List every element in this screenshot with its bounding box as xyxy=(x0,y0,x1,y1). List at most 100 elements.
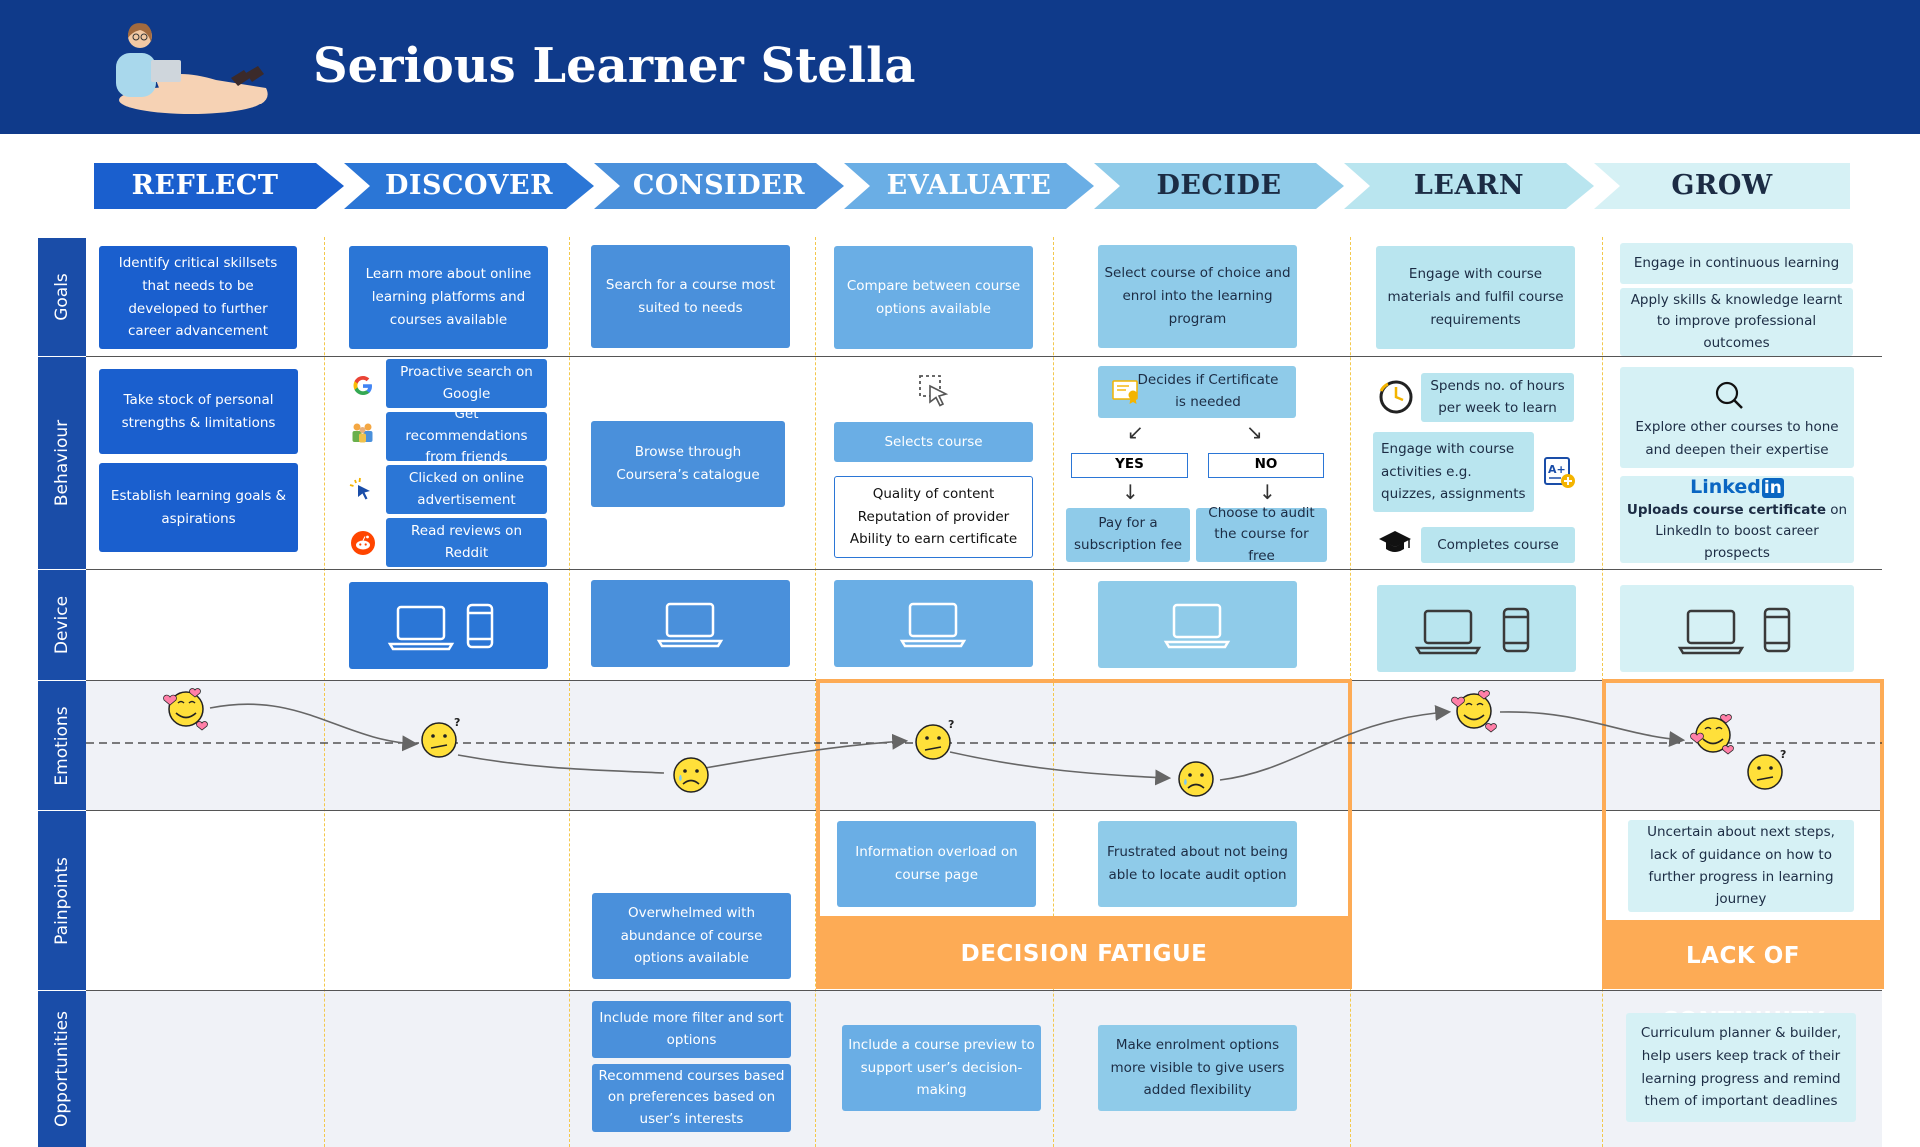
row-divider xyxy=(86,990,1882,991)
journey-segment xyxy=(457,754,665,774)
row-divider xyxy=(86,356,1882,357)
behaviour-discover-friends: Get recommendations from friends xyxy=(386,406,547,465)
laptop-icon xyxy=(1677,609,1745,655)
journey-segment xyxy=(1499,711,1686,747)
behaviour-discover-ad: Clicked on online advertisement xyxy=(386,465,547,514)
decide-audit: Choose to audit the course for free xyxy=(1196,505,1327,564)
arrow-to-no: ↘ xyxy=(1246,420,1263,444)
svg-text:?: ? xyxy=(948,718,954,731)
device-discover xyxy=(349,582,548,669)
phase-decide: DECIDE xyxy=(1094,163,1344,209)
lack-of-continuity-frame xyxy=(1602,679,1884,924)
painpoint-grow: Uncertain about next steps, lack of guid… xyxy=(1628,820,1854,912)
goal-decide: Select course of choice and enrol into t… xyxy=(1098,245,1297,348)
sad-emoji-icon xyxy=(1178,761,1214,797)
confused-emoji-icon: ? xyxy=(915,718,954,760)
phase-reflect: REFLECT xyxy=(94,163,344,209)
behaviour-reflect-1: Take stock of personal strengths & limit… xyxy=(99,369,298,454)
cursor-click-icon xyxy=(349,477,370,500)
goal-grow-1: Engage in continuous learning xyxy=(1620,243,1853,284)
goal-evaluate: Compare between course options available xyxy=(834,246,1033,349)
google-icon xyxy=(353,376,372,395)
laptop-icon xyxy=(656,602,724,648)
goal-consider: Search for a course most suited to needs xyxy=(591,245,790,348)
row-divider xyxy=(86,810,1882,811)
phone-icon xyxy=(1763,607,1791,653)
love-emoji-icon xyxy=(163,688,208,731)
graduation-cap-icon xyxy=(1379,531,1411,552)
row-label-emotions: Emotions xyxy=(38,681,86,810)
painpoint-consider: Overwhelmed with abundance of course opt… xyxy=(592,893,791,979)
persona-illustration xyxy=(116,23,268,114)
confused-emoji-icon: ? xyxy=(421,716,460,758)
quiz-grade-icon: A+ xyxy=(1544,457,1575,488)
sad-emoji-icon xyxy=(673,757,709,793)
search-icon xyxy=(1715,381,1743,409)
clock-icon xyxy=(1379,380,1413,414)
goal-learn: Engage with course materials and fulfil … xyxy=(1376,246,1575,349)
column-divider xyxy=(815,237,816,1147)
column-divider xyxy=(1053,237,1054,1147)
row-label-goals: Goals xyxy=(38,238,86,356)
opportunity-grow: Curriculum planner & builder, help users… xyxy=(1626,1013,1856,1122)
certificate-icon xyxy=(1112,380,1138,404)
row-divider xyxy=(86,569,1882,570)
phase-evaluate: EVALUATE xyxy=(844,163,1094,209)
goal-reflect: Identify critical skillsets that needs t… xyxy=(99,246,297,349)
decision-fatigue-frame xyxy=(816,679,1352,920)
device-evaluate xyxy=(834,580,1033,667)
opportunity-decide: Make enrolment options more visible to g… xyxy=(1098,1025,1297,1111)
reddit-icon xyxy=(351,531,375,555)
behaviour-decide-certificate: Decides if Certificate is needed xyxy=(1098,366,1296,418)
behaviour-evaluate-criteria: Quality of content Reputation of provide… xyxy=(834,476,1033,558)
row-label-behaviour: Behaviour xyxy=(38,357,86,569)
row-label-painpoints: Painpoints xyxy=(38,811,86,990)
friends-icon xyxy=(352,423,373,443)
behaviour-learn-engage: Engage with course activities e.g. quizz… xyxy=(1373,432,1534,512)
journey-segment xyxy=(704,733,909,769)
behaviour-grow-explore: Explore other courses to hone and deepen… xyxy=(1620,367,1854,468)
behaviour-consider: Browse through Coursera’s catalogue xyxy=(591,421,785,507)
decide-pay: Pay for a subscription fee xyxy=(1066,508,1190,562)
svg-text:A+: A+ xyxy=(1548,463,1566,476)
decide-yes: YES xyxy=(1071,453,1188,478)
arrow-to-audit: ↓ xyxy=(1259,480,1276,504)
laptop-icon xyxy=(899,602,967,648)
behaviour-evaluate-select: Selects course xyxy=(834,422,1033,462)
device-consider xyxy=(591,580,790,667)
confused-emoji-icon: ? xyxy=(1747,748,1786,790)
svg-text:?: ? xyxy=(1780,748,1786,761)
behaviour-discover-google: Proactive search on Google xyxy=(386,359,547,408)
column-divider xyxy=(324,237,325,1147)
svg-text:?: ? xyxy=(454,716,460,729)
opportunity-consider-2: Recommend courses based on preferences b… xyxy=(592,1064,791,1132)
behaviour-learn-complete: Completes course xyxy=(1421,527,1575,563)
phase-consider: CONSIDER xyxy=(594,163,844,209)
device-grow xyxy=(1620,585,1854,672)
header: Serious Learner Stella xyxy=(0,0,1920,134)
row-label-opportunities: Opportunities xyxy=(38,991,86,1147)
phone-icon xyxy=(1502,607,1530,653)
love-emoji-icon xyxy=(1451,690,1497,733)
select-cursor-icon xyxy=(919,375,949,407)
behaviour-reflect-2: Establish learning goals & aspirations xyxy=(99,463,298,552)
behaviour-learn-hours: Spends no. of hours per week to learn xyxy=(1421,373,1574,422)
phase-discover: DISCOVER xyxy=(344,163,594,209)
row-label-device: Device xyxy=(38,570,86,680)
column-divider xyxy=(569,237,570,1147)
laptop-icon xyxy=(1163,603,1231,649)
arrow-to-yes: ↙ xyxy=(1127,420,1144,444)
phase-grow: GROW xyxy=(1594,163,1850,209)
goal-grow-2: Apply skills & knowledge learnt to impro… xyxy=(1620,288,1853,356)
behaviour-discover-reddit: Read reviews on Reddit xyxy=(386,518,547,567)
laptop-icon xyxy=(1414,609,1482,655)
journey-segment xyxy=(209,703,419,752)
painpoint-evaluate: Information overload on course page xyxy=(837,821,1036,907)
emotions-band xyxy=(86,681,1882,810)
device-decide xyxy=(1098,581,1297,668)
journey-segment xyxy=(949,751,1172,786)
goal-discover: Learn more about online learning platfor… xyxy=(349,246,548,349)
decide-no: NO xyxy=(1208,453,1324,478)
